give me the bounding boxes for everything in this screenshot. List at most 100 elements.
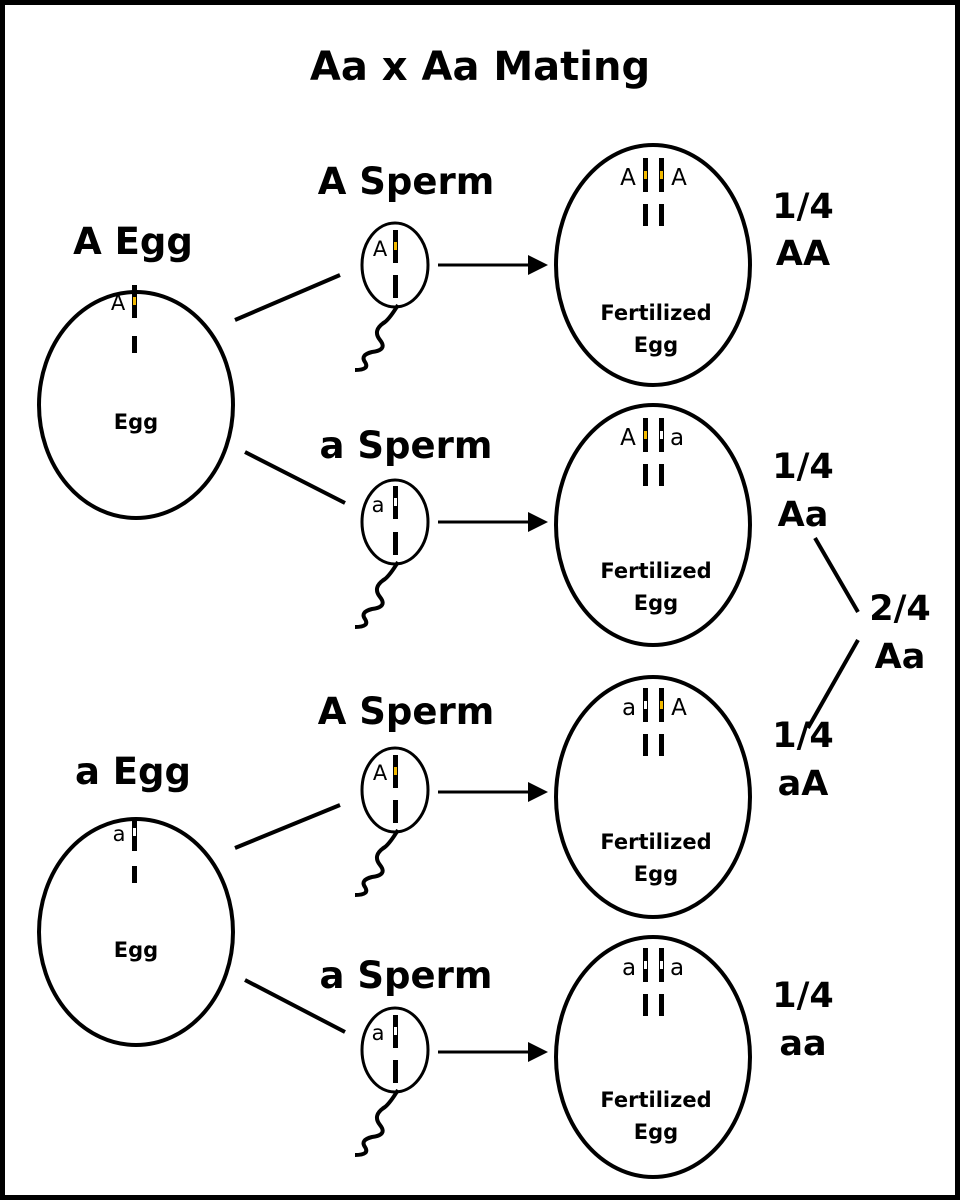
- egg-a-allele-band: [133, 297, 136, 305]
- fertilized-egg-3-label-line1: Fertilized: [600, 830, 711, 854]
- sperm-1-allele-label: A: [373, 237, 388, 261]
- combine-line-upper: [813, 536, 860, 614]
- result-1-fraction: 1/4: [772, 187, 834, 227]
- fertilized-egg-2-cell: [554, 403, 752, 647]
- fertilized-egg-2-chromosome-left-lower: [643, 464, 648, 486]
- fertilized-egg-3-allele-left: a: [622, 695, 636, 721]
- sperm-2-chromosome-lower: [393, 532, 398, 555]
- sperm-2-tail: [354, 560, 400, 629]
- sperm-3-arrow-head: [528, 782, 548, 802]
- fertilized-egg-1-allele-right: A: [671, 165, 687, 191]
- fertilized-egg-2-label-line1: Fertilized: [600, 559, 711, 583]
- sperm-3-heading: A Sperm: [318, 690, 495, 733]
- fertilized-egg-4-band-left: [644, 961, 647, 969]
- sperm-1-group: A Sperm A: [318, 160, 548, 372]
- sperm-2-allele-band: [394, 498, 397, 506]
- fertilized-egg-4-chromosome-right-lower: [659, 994, 664, 1016]
- fertilized-egg-4-cell: [554, 935, 752, 1179]
- fertilized-egg-2-label-line2: Egg: [634, 591, 678, 615]
- result-3-genotype: aA: [778, 764, 829, 804]
- sperm-4-allele-band: [394, 1027, 397, 1035]
- result-3-fraction: 1/4: [772, 716, 834, 756]
- egg-a-to-sperm-2-line: [244, 450, 346, 505]
- fertilized-egg-3-band-left: [644, 701, 647, 709]
- egg-recessive-heading: a Egg: [75, 750, 191, 793]
- sperm-3-tail: [354, 828, 400, 897]
- combined-genotype: Aa: [875, 637, 926, 677]
- sperm-4-arrow-head: [528, 1042, 548, 1062]
- sperm-1-heading: A Sperm: [318, 160, 495, 203]
- fertilized-egg-1-group: A A Fertilized Egg: [554, 143, 752, 387]
- fertilized-egg-2-band-right: [660, 431, 663, 439]
- fertilized-egg-3-group: a A Fertilized Egg: [554, 675, 752, 919]
- sperm-1-arrow-head: [528, 255, 548, 275]
- fertilized-egg-4-label-line1: Fertilized: [600, 1088, 711, 1112]
- sperm-4-tail: [354, 1088, 400, 1157]
- egg-recessive-group: a Egg a Egg: [37, 750, 235, 1047]
- fertilized-egg-3-cell: [554, 675, 752, 919]
- fertilized-egg-4-band-right: [660, 961, 663, 969]
- sperm-1-allele-band: [394, 242, 397, 250]
- fertilized-egg-3-allele-right: A: [671, 695, 687, 721]
- fertilized-egg-1-band-right: [660, 171, 663, 179]
- fertilized-egg-2-band-left: [644, 431, 647, 439]
- egg-recessive-label: Egg: [114, 938, 158, 962]
- sperm-2-heading: a Sperm: [320, 424, 493, 467]
- fertilized-egg-1-allele-left: A: [620, 165, 636, 191]
- fertilized-egg-3-label-line2: Egg: [634, 862, 678, 886]
- egg-a-group: A Egg A Egg: [37, 220, 235, 520]
- egg-a-to-sperm-1-line: [234, 273, 341, 322]
- fertilized-egg-2-chromosome-right-lower: [659, 464, 664, 486]
- egg-recessive-chromosome-lower: [132, 866, 137, 883]
- fertilized-egg-1-band-left: [644, 171, 647, 179]
- fertilized-egg-4-label-line2: Egg: [634, 1120, 678, 1144]
- fertilized-egg-4-group: a a Fertilized Egg: [554, 935, 752, 1179]
- diagram-title: Aa x Aa Mating: [310, 44, 650, 90]
- fertilized-egg-1-chromosome-right-lower: [659, 204, 664, 226]
- sperm-3-chromosome-lower: [393, 800, 398, 823]
- combined-fraction: 2/4: [869, 589, 931, 629]
- sperm-4-group: a Sperm a: [320, 954, 548, 1157]
- result-2-genotype: Aa: [778, 495, 829, 535]
- result-2-fraction: 1/4: [772, 447, 834, 487]
- egg-recessive-allele-label: a: [113, 822, 126, 846]
- egg-recessive-allele-band: [133, 828, 136, 836]
- fertilized-egg-2-allele-right: a: [670, 425, 684, 451]
- fertilized-egg-4-chromosome-left-lower: [643, 994, 648, 1016]
- fertilized-egg-4-allele-left: a: [622, 955, 636, 981]
- fertilized-egg-2-allele-left: A: [620, 425, 636, 451]
- egg-a-label: Egg: [114, 410, 158, 434]
- sperm-3-allele-band: [394, 767, 397, 775]
- result-4-genotype: aa: [779, 1024, 826, 1064]
- sperm-2-arrow-head: [528, 512, 548, 532]
- white-panel: [3, 3, 957, 1197]
- sperm-3-allele-label: A: [373, 761, 388, 785]
- sperm-4-allele-label: a: [372, 1021, 385, 1045]
- result-1-genotype: AA: [776, 234, 830, 274]
- fertilized-egg-1-label-line2: Egg: [634, 333, 678, 357]
- sperm-4-chromosome-lower: [393, 1060, 398, 1083]
- egg-a-heading: A Egg: [73, 220, 193, 263]
- sperm-3-group: A Sperm A: [318, 690, 548, 897]
- sperm-4-heading: a Sperm: [320, 954, 493, 997]
- egg-a-chromosome-lower: [132, 336, 137, 353]
- fertilized-egg-3-band-right: [660, 701, 663, 709]
- egg-a-allele-label: A: [111, 291, 126, 315]
- fertilized-egg-3-chromosome-right-lower: [659, 734, 664, 756]
- fertilized-egg-2-group: A a Fertilized Egg: [554, 403, 752, 647]
- fertilized-egg-1-cell: [554, 143, 752, 387]
- fertilized-egg-4-allele-right: a: [670, 955, 684, 981]
- result-4-fraction: 1/4: [772, 976, 834, 1016]
- egg-recessive-to-sperm-4-line: [244, 978, 346, 1034]
- egg-recessive-to-sperm-3-line: [234, 803, 341, 850]
- sperm-2-group: a Sperm a: [320, 424, 548, 629]
- sperm-1-chromosome-lower: [393, 275, 398, 298]
- fertilized-egg-1-label-line1: Fertilized: [600, 301, 711, 325]
- combine-line-lower: [806, 639, 860, 729]
- sperm-2-allele-label: a: [372, 493, 385, 517]
- fertilized-egg-3-chromosome-left-lower: [643, 734, 648, 756]
- fertilized-egg-1-chromosome-left-lower: [643, 204, 648, 226]
- sperm-1-tail: [354, 303, 400, 372]
